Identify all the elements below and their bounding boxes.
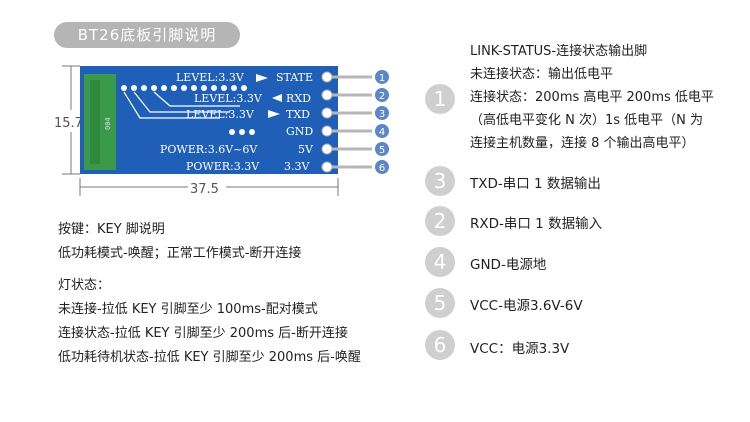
pin-number-circle-4 [375, 124, 389, 138]
height-label: 15.7 [54, 116, 83, 131]
number-bubble-6: 6 [425, 330, 455, 360]
led-status-line3: 低功耗待机状态-拉低 KEY 引脚至少 200ms 后-唤醒 [58, 350, 361, 365]
led-status-line1: 未连接-拉低 KEY 引脚至少 100ms-配对模式 [58, 302, 318, 317]
gnd-description: GND-电源地 [470, 257, 547, 273]
pad-row-top [121, 85, 255, 135]
silk-pin-5: POWER:3.6V~6V [160, 143, 258, 156]
pin-number-2: 2 [379, 91, 385, 102]
pcb-board [80, 66, 338, 174]
pin-number-6: 6 [379, 163, 385, 174]
pin-number-5: 5 [379, 145, 385, 156]
state-desc-line5: 连接主机数量，连接 8 个输出高电平） [470, 136, 695, 151]
silk-pin-2: LEVEL:3.3V [194, 92, 263, 105]
traces [123, 91, 240, 119]
chip-antenna [90, 80, 100, 164]
vcc3-description: VCC：电源3.3V [470, 341, 570, 357]
pin-number-circle-5 [375, 142, 389, 156]
state-desc-line2: 未连接状态：输出低电平 [470, 67, 614, 82]
pin-leads [332, 75, 372, 169]
vcc5-description: VCC-电源3.6V-6V [470, 298, 583, 314]
txd-description: TXD-串口 1 数据输出 [470, 176, 601, 192]
header-pads [321, 71, 333, 173]
pin-number-3: 3 [379, 109, 385, 120]
silk-pin-3: LEVEL:3.3V [186, 108, 255, 121]
signal-arrows [256, 74, 282, 118]
chip-label: 004 [104, 117, 112, 130]
pin-number-circle-1 [375, 70, 389, 84]
number-bubble-4: 4 [425, 247, 455, 277]
state-desc-line4: （高低电平变化 N 次）1s 低电平（N 为 [470, 113, 704, 128]
rxd-description: RXD-串口 1 数据输入 [470, 216, 603, 232]
height-dimension [62, 65, 80, 175]
pin-name-1: STATE [276, 71, 313, 84]
pin-name-3: TXD [286, 108, 310, 121]
number-bubble-3: 3 [425, 166, 455, 196]
pin-name-6: 3.3V [284, 160, 310, 173]
number-bubble-2: 2 [425, 206, 455, 236]
pin-number-circle-2 [375, 88, 389, 102]
width-dimension [79, 178, 339, 196]
led-status-title: 灯状态： [58, 278, 111, 293]
width-label: 37.5 [190, 182, 219, 197]
key-description-line1: 按键：KEY 脚说明 [58, 222, 165, 237]
pin-name-4: GND [286, 125, 313, 138]
pin-number-circle-6 [375, 160, 389, 174]
led-status-line2: 连接状态-拉低 KEY 引脚至少 200ms 后-断开连接 [58, 326, 348, 341]
page-title: BT26底板引脚说明 [54, 22, 240, 48]
pin-name-2: RXD [286, 92, 311, 105]
pin-name-5: 5V [298, 143, 314, 156]
silk-pin-6: POWER:3.3V [186, 160, 260, 173]
silk-pin-1: LEVEL:3.3V [176, 71, 245, 84]
pin-number-1: 1 [379, 73, 385, 84]
number-bubble-5: 5 [425, 288, 455, 318]
key-description-line2: 低功耗模式-唤醒；正常工作模式-断开连接 [58, 246, 302, 261]
state-desc-line3: 连接状态：200ms 高电平 200ms 低电平 [470, 90, 714, 105]
pin-number-4: 4 [379, 127, 385, 138]
pin-number-circle-3 [375, 106, 389, 120]
state-desc-line1: LINK-STATUS-连接状态输出脚 [470, 44, 648, 59]
number-bubble-1: 1 [425, 84, 455, 114]
